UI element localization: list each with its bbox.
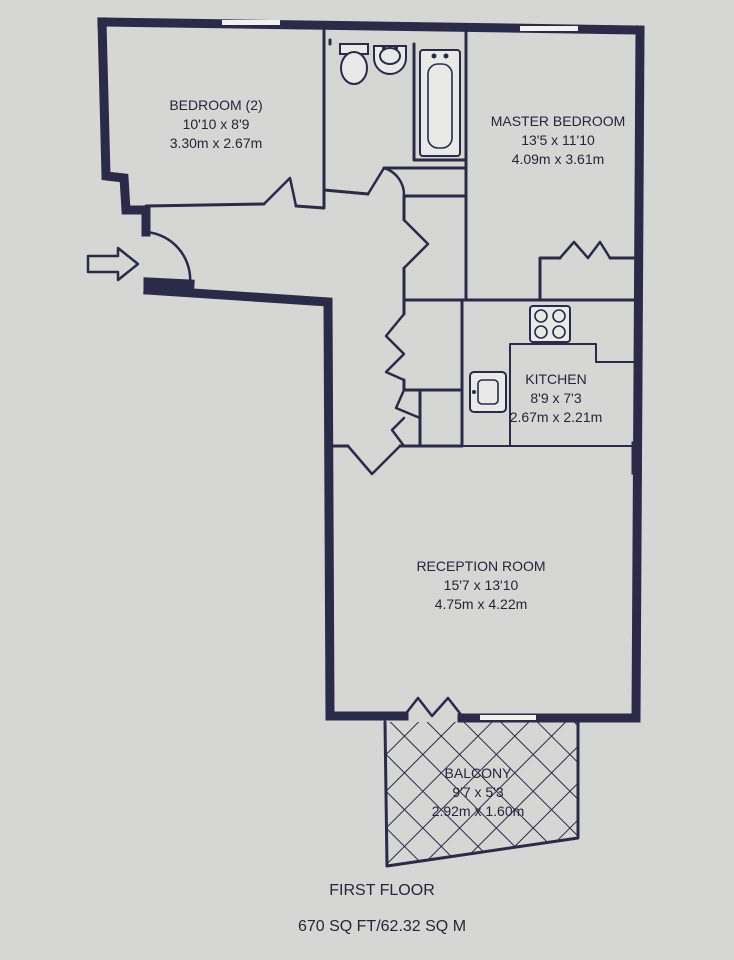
windows xyxy=(222,20,578,720)
doors xyxy=(144,166,612,718)
room-label-reception-room: RECEPTION ROOM 15'7 x 13'10 4.75m x 4.22… xyxy=(396,557,566,614)
room-size-metric: 4.75m x 4.22m xyxy=(434,596,528,612)
room-size-imperial: 9'7 x 5'3 xyxy=(452,784,504,800)
room-size-metric: 2.67m x 2.21m xyxy=(509,409,603,425)
kitchen-fixtures xyxy=(469,305,571,413)
room-label-kitchen: KITCHEN 8'9 x 7'3 2.67m x 2.21m xyxy=(496,370,616,427)
room-name: BEDROOM (2) xyxy=(169,97,263,113)
room-size-metric: 3.30m x 2.67m xyxy=(169,135,263,151)
floor-area: 670 SQ FT/62.32 SQ M xyxy=(297,918,467,935)
toilet-icon xyxy=(339,43,369,85)
room-size-metric: 2.92m x 1.60m xyxy=(431,803,525,819)
room-size-imperial: 13'5 x 11'10 xyxy=(521,132,595,148)
interior-walls xyxy=(144,22,641,475)
room-size-metric: 4.09m x 3.61m xyxy=(511,151,605,167)
room-name: KITCHEN xyxy=(525,371,587,387)
room-label-master-bedroom: MASTER BEDROOM 13'5 x 11'10 4.09m x 3.61… xyxy=(476,112,640,169)
hob-icon xyxy=(529,305,571,343)
room-name: BALCONY xyxy=(444,765,512,781)
bathtub-icon xyxy=(419,49,461,157)
room-label-balcony: BALCONY 9'7 x 5'3 2.92m x 1.60m xyxy=(418,764,538,821)
floor-title: FIRST FLOOR xyxy=(329,882,435,899)
room-name: MASTER BEDROOM xyxy=(490,113,626,129)
basin-icon xyxy=(373,45,407,75)
room-size-imperial: 8'9 x 7'3 xyxy=(530,390,582,406)
bathroom-fixtures xyxy=(339,43,461,157)
room-size-imperial: 10'10 x 8'9 xyxy=(182,116,250,132)
sink-icon xyxy=(469,371,507,413)
room-label-bedroom-2: BEDROOM (2) 10'10 x 8'9 3.30m x 2.67m xyxy=(146,96,286,153)
room-size-imperial: 15'7 x 13'10 xyxy=(443,577,519,593)
entrance-arrow-icon xyxy=(86,246,140,282)
exterior-walls xyxy=(97,17,645,723)
room-name: RECEPTION ROOM xyxy=(416,558,546,574)
balcony-area xyxy=(383,720,580,868)
